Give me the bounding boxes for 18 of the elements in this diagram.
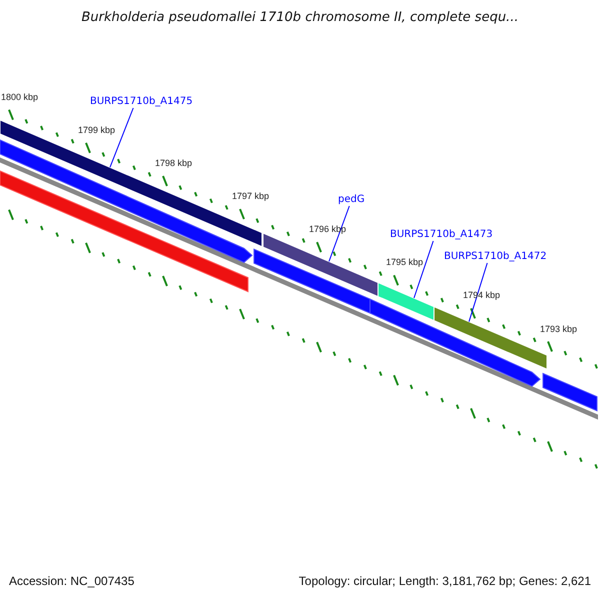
scale-label: 1798 kbp (155, 158, 192, 168)
leader-line (110, 108, 134, 168)
gene-bar (378, 282, 434, 322)
scale-label: 1795 kbp (386, 257, 424, 268)
accession-text: Accession: NC_007435 (9, 574, 134, 588)
gene-label: BURPS1710b_A1475 (90, 96, 193, 107)
title: Burkholderia pseudomallei 1710b chromosome II, complete sequ... (80, 10, 520, 25)
gene-bar (262, 232, 378, 298)
gene-label: pedG (338, 194, 365, 205)
gene-label: BURPS1710b_A1472 (444, 251, 547, 262)
summary-text: Topology: circular; Length: 3,181,762 bp; Genes: 2,621 (298, 574, 591, 588)
scale-label: 1800 kbp (1, 92, 38, 102)
scale-label: 1799 kbp (78, 124, 116, 135)
leader-line (328, 206, 350, 262)
gene-label: BURPS1710b_A1473 (390, 229, 493, 240)
scale-label: 1797 kbp (232, 191, 270, 202)
scale-label: 1793 kbp (540, 324, 578, 334)
leader-line (414, 240, 434, 299)
